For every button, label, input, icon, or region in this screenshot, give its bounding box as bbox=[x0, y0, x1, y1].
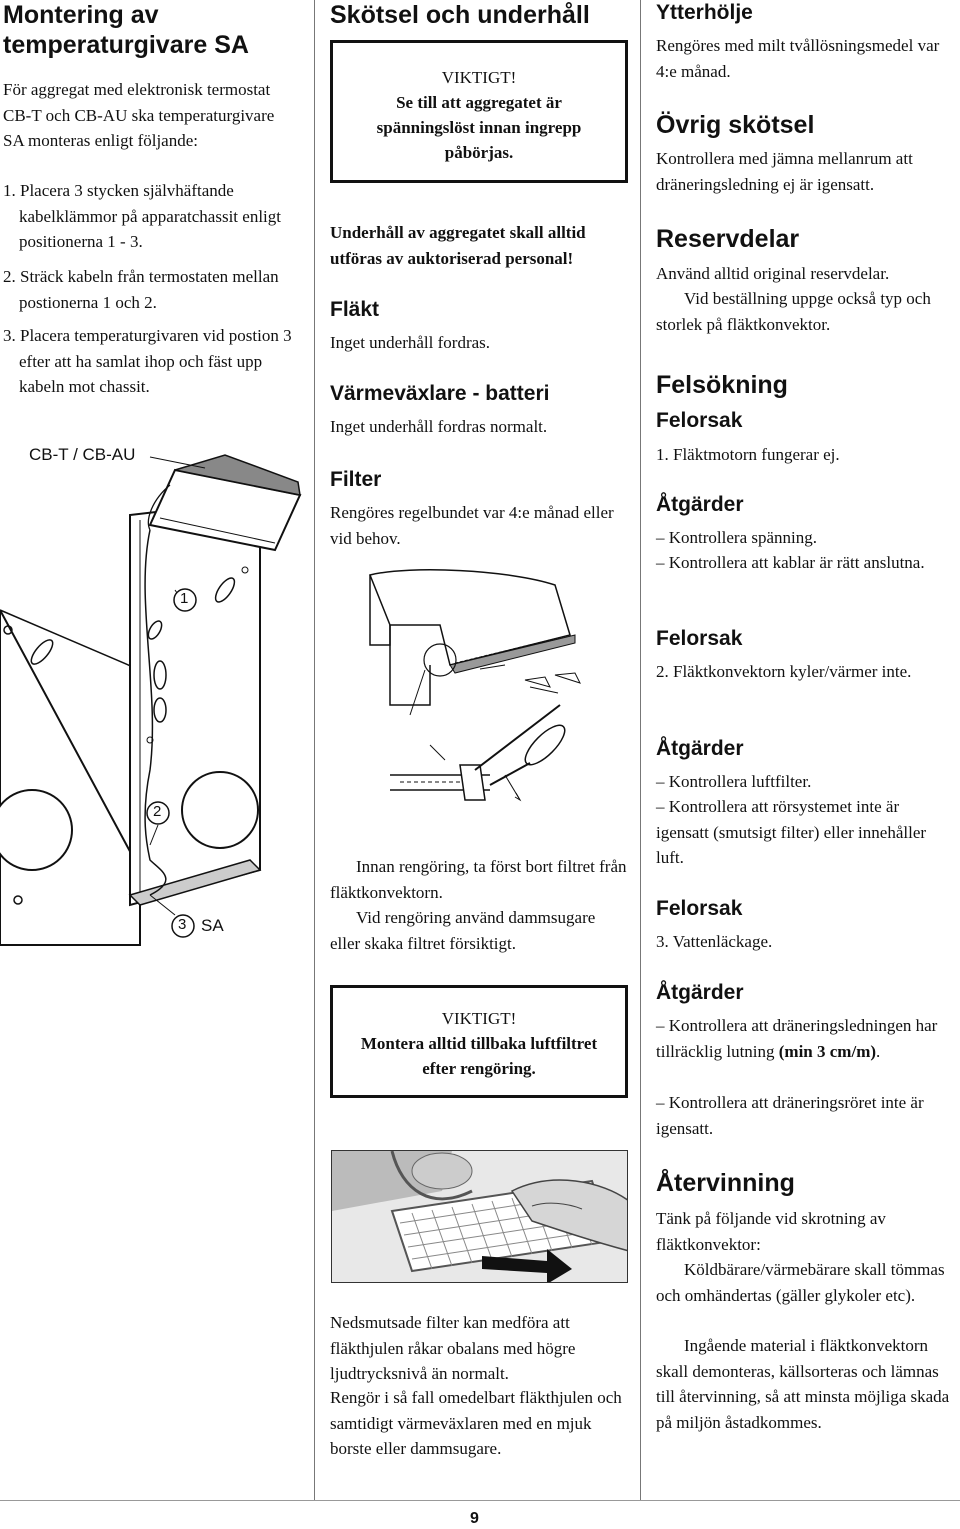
warning-box-2: VIKTIGT! Montera alltid tillbaka luftfil… bbox=[330, 985, 628, 1098]
heading-reservdelar: Reservdelar bbox=[656, 225, 800, 253]
action-3b: – Kontrollera att dräneringsröret inte ä… bbox=[656, 1093, 924, 1138]
dirty-filter-text-1: Nedsmutsade filter kan medföra att fläkt… bbox=[330, 1313, 576, 1383]
warning-2-heading: VIKTIGT! bbox=[441, 1009, 517, 1028]
text-ovrig-skotsel: Kontrollera med jämna mellanrum att drän… bbox=[656, 149, 913, 194]
page-number: 9 bbox=[470, 1510, 479, 1527]
figure-label-sa: SA bbox=[201, 916, 224, 935]
figure-position-3: 3 bbox=[178, 916, 187, 933]
action-3a-end: . bbox=[876, 1041, 881, 1061]
action-1b: – Kontrollera att kablar är rätt anslutn… bbox=[656, 553, 925, 572]
footer-rule bbox=[0, 1500, 960, 1501]
figure-position-2: 2 bbox=[153, 803, 162, 820]
action-1a: – Kontrollera spänning. bbox=[656, 528, 817, 547]
text-ytterholje: Rengöres med milt tvållösningsmedel var … bbox=[656, 36, 940, 81]
figure-label-cb-t-cb-au: CB-T / CB-AU bbox=[29, 445, 136, 464]
filter-removal-illustration bbox=[330, 565, 635, 830]
heading-flakt: Fläkt bbox=[330, 298, 380, 321]
maintenance-note: Underhåll av aggregatet skall alltid utf… bbox=[330, 223, 586, 268]
heading-filter: Filter bbox=[330, 468, 382, 491]
action-3a-text: – Kontrollera att dräneringsledningen ha… bbox=[656, 1016, 938, 1061]
text-varmevaxlare: Inget underhåll fordras normalt. bbox=[330, 417, 548, 436]
heading-varmevaxlare: Värmeväxlare - batteri bbox=[330, 382, 550, 405]
label-felorsak-3: Felorsak bbox=[656, 897, 743, 920]
warning-box-1: VIKTIGT! Se till att aggregatet är spänn… bbox=[330, 40, 628, 183]
fault-1: 1. Fläktmotorn fungerar ej. bbox=[656, 445, 840, 464]
heading-felsokning: Felsökning bbox=[656, 371, 788, 399]
action-3a-bold: (min 3 cm/m) bbox=[778, 1041, 877, 1061]
column-divider bbox=[640, 0, 641, 1500]
action-2a: – Kontrollera luftfilter. bbox=[656, 772, 812, 791]
text-atervinning-1: Tänk på följande vid skrotning av fläktk… bbox=[656, 1209, 886, 1254]
label-felorsak-2: Felorsak bbox=[656, 627, 743, 650]
figure-position-1: 1 bbox=[180, 590, 189, 607]
label-atgarder-3: Åtgärder bbox=[656, 981, 744, 1004]
warning-2-text: Montera alltid tillbaka luftfiltret efte… bbox=[360, 1034, 598, 1078]
warning-1-text: Se till att aggregatet är spänningslöst … bbox=[376, 93, 582, 162]
column-divider bbox=[314, 0, 315, 1500]
text-reservdelar-2: Vid beställning uppge också typ och stor… bbox=[656, 289, 931, 334]
text-reservdelar-1: Använd alltid original reservdelar. bbox=[656, 264, 890, 283]
action-2b: – Kontrollera att rörsystemet inte är ig… bbox=[656, 797, 927, 867]
section-title-skotsel: Skötsel och underhåll bbox=[330, 1, 590, 29]
step-1: 1. Placera 3 stycken självhäftande kabel… bbox=[3, 181, 281, 251]
heading-ovrig-skotsel: Övrig skötsel bbox=[656, 111, 815, 139]
mounting-figure bbox=[0, 440, 312, 955]
filter-cleaning-photo bbox=[331, 1150, 628, 1283]
label-atgarder-2: Åtgärder bbox=[656, 737, 744, 760]
fault-3: 3. Vattenläckage. bbox=[656, 932, 773, 951]
cleaning-text-1: Innan rengöring, ta först bort filtret f… bbox=[330, 857, 627, 902]
cleaning-text-2: Vid rengöring använd dammsugare eller sk… bbox=[330, 908, 596, 953]
fault-2: 2. Fläktkonvektorn kyler/värmer inte. bbox=[656, 662, 912, 681]
action-3a: – Kontrollera att dräneringsledningen ha… bbox=[656, 1013, 956, 1064]
heading-atervinning: Återvinning bbox=[656, 1169, 795, 1197]
step-3: 3. Placera temperaturgivaren vid postion… bbox=[3, 326, 292, 396]
dirty-filter-text-2: Rengör i så fall omedelbart fläkthjulen … bbox=[330, 1388, 622, 1458]
warning-1-heading: VIKTIGT! bbox=[441, 68, 517, 87]
intro-paragraph: För aggregat med elektronisk termostat C… bbox=[3, 80, 275, 150]
text-atervinning-2: Köldbärare/värmebärare skall tömmas och … bbox=[656, 1260, 945, 1305]
section-title-montering: Montering av temperaturgivare SA bbox=[3, 1, 249, 59]
heading-ytterholje: Ytterhölje bbox=[656, 1, 753, 24]
step-2: 2. Sträck kabeln från termostaten mellan… bbox=[3, 267, 279, 312]
text-flakt: Inget underhåll fordras. bbox=[330, 333, 491, 352]
text-filter: Rengöres regelbundet var 4:e månad eller… bbox=[330, 503, 614, 548]
label-felorsak-1: Felorsak bbox=[656, 409, 743, 432]
label-atgarder-1: Åtgärder bbox=[656, 493, 744, 516]
text-atervinning-3: Ingående material i fläktkonvektorn skal… bbox=[656, 1336, 950, 1432]
